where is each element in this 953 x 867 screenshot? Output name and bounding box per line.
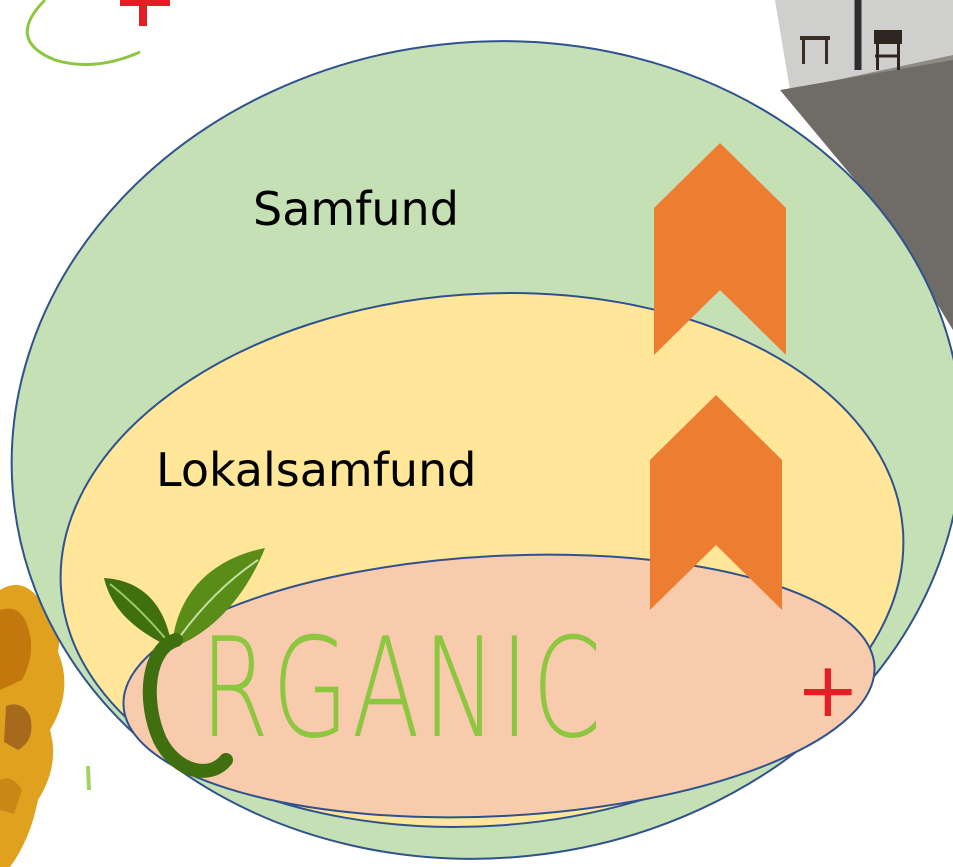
leaf-icon (104, 548, 265, 648)
organic-shape (122, 553, 876, 819)
lokalsamfund-label: Lokalsamfund (156, 443, 477, 497)
logo-o-ring (142, 633, 233, 778)
samfund-label: Samfund (253, 182, 459, 236)
room-photo (775, 0, 953, 330)
logo-fragment-top-left (25, 0, 170, 66)
map-fragment (0, 584, 91, 867)
organic-logo-plus: + (796, 645, 860, 734)
organic-ellipse (122, 553, 876, 819)
organic-logo-text: RGANIC (200, 608, 605, 769)
up-arrow-icon (650, 395, 782, 610)
up-arrow-icon (654, 143, 786, 355)
